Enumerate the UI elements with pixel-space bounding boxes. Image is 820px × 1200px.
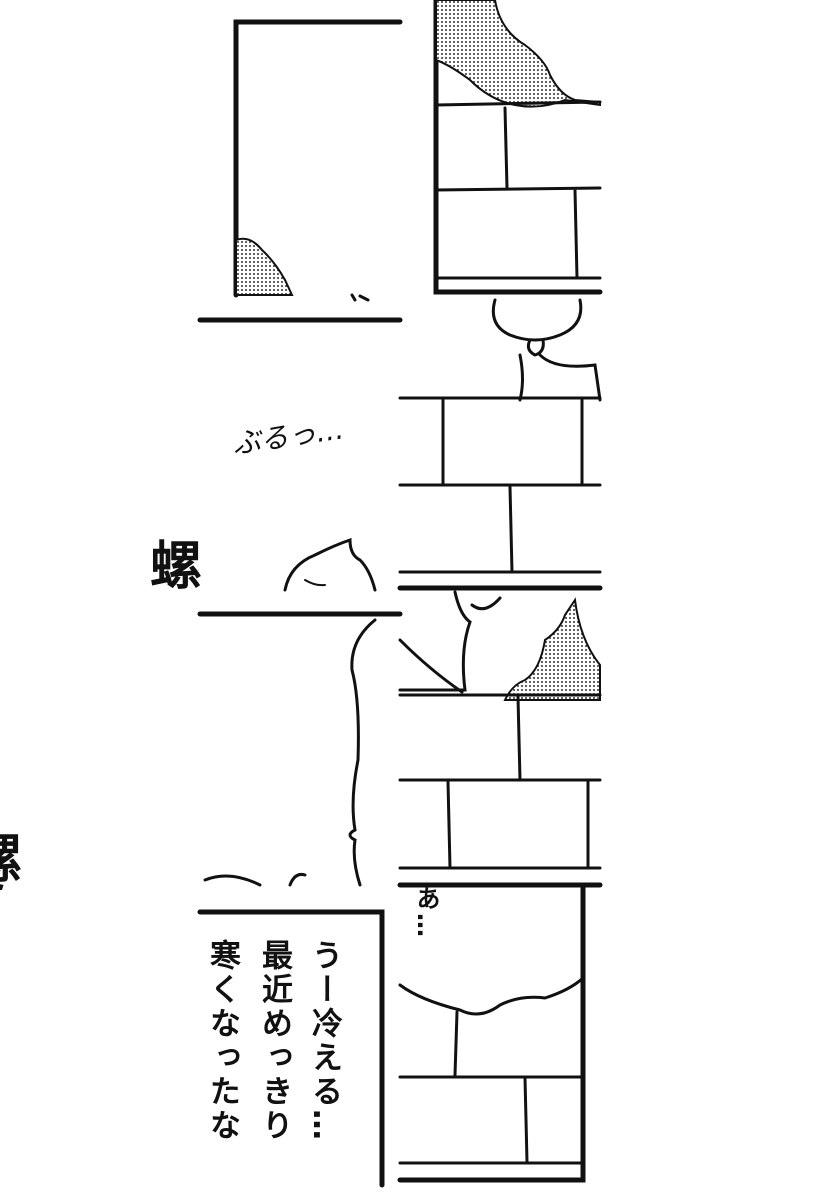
panel-character-over-wall	[397, 298, 603, 591]
panel-bottom-right-wall	[397, 885, 586, 1183]
title-fragment-tile-2: 螺旋	[0, 828, 72, 890]
panel-character-head	[197, 537, 403, 617]
narration-line-1: うー冷える…	[306, 939, 342, 1143]
panel-wall-shoulder	[397, 590, 603, 888]
title-fragment-tile: 螺	[148, 535, 204, 591]
narration-line-2: 最近めっきり	[256, 939, 292, 1143]
narration-box	[197, 909, 385, 1188]
title-fragment-2: 螺旋	[0, 834, 72, 890]
panel-middle-left	[197, 293, 403, 323]
narration-line-3: 寒くなったな	[204, 939, 240, 1143]
narration-text: うー冷える… 最近めっきり 寒くなったな	[200, 915, 380, 1185]
panel-top-right-wall	[433, 0, 603, 295]
title-fragment-1: 螺	[150, 537, 203, 591]
panel-top-left	[233, 19, 403, 298]
panel-character-back	[203, 618, 377, 887]
speech-ah: あ…	[412, 886, 440, 940]
